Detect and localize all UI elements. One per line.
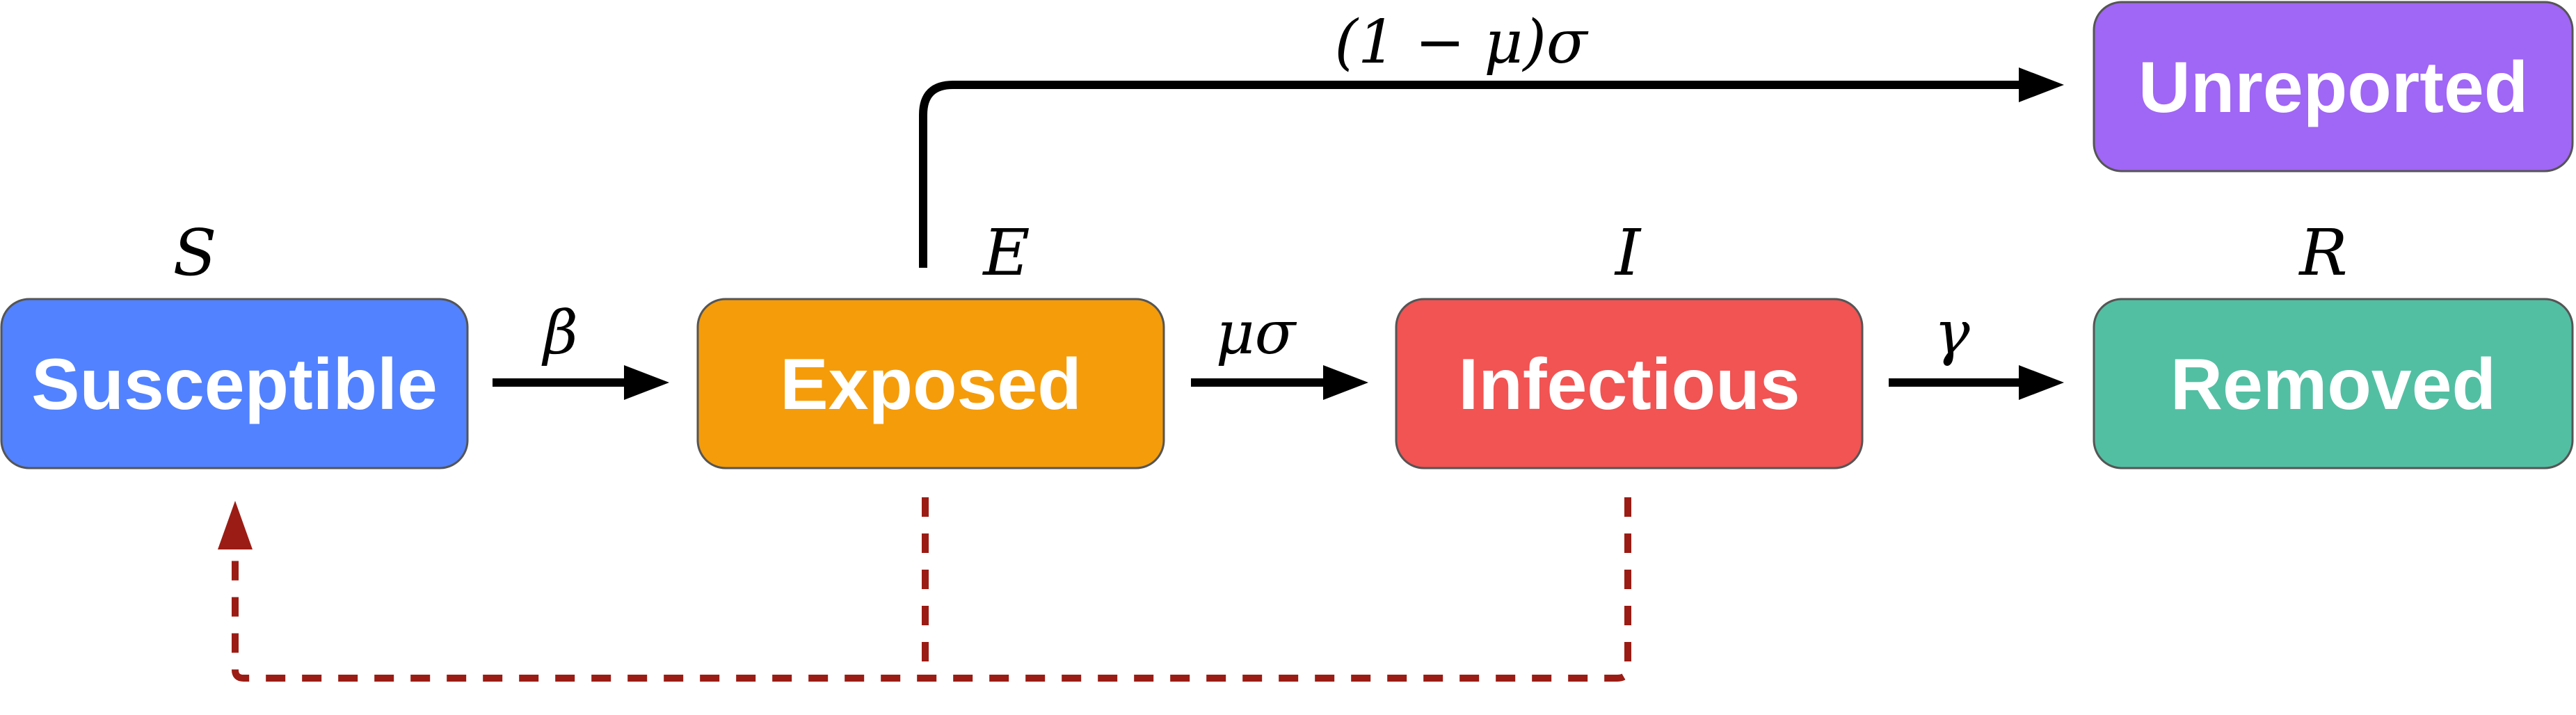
exposed-symbol: E bbox=[982, 216, 1030, 290]
node-exposed: Exposed bbox=[696, 298, 1165, 469]
node-infectious: Infectious bbox=[1395, 298, 1864, 469]
exposed-label: Exposed bbox=[780, 344, 1081, 425]
arrow-exposed-to-unreported bbox=[919, 81, 2021, 268]
infectious-label: Infectious bbox=[1458, 344, 1800, 425]
susceptible-box bbox=[0, 298, 469, 469]
arrowhead-exposed-to-unreported bbox=[2019, 67, 2064, 102]
rate-gamma: γ bbox=[1934, 298, 1970, 368]
rate-mu-sigma: μσ bbox=[1216, 298, 1297, 368]
infectious-box bbox=[1395, 298, 1864, 469]
arrowhead-exposed-to-infectious bbox=[1323, 365, 1368, 400]
susceptible-label: Susceptible bbox=[31, 344, 438, 425]
unreported-label: Unreported bbox=[2138, 47, 2528, 128]
feedback-arrowhead-to-susceptible bbox=[218, 501, 253, 549]
susceptible-symbol: S bbox=[173, 216, 216, 290]
unreported-box bbox=[2093, 1, 2574, 172]
feedback-from-infectious bbox=[232, 497, 1631, 682]
infectious-symbol: I bbox=[1614, 216, 1642, 290]
rate-one-minus-mu-sigma: (1 − μ)σ bbox=[1334, 8, 1588, 77]
arrowhead-susceptible-to-exposed bbox=[624, 365, 669, 400]
arrowhead-infectious-to-removed bbox=[2019, 365, 2064, 400]
node-susceptible: Susceptible bbox=[0, 298, 469, 469]
removed-label: Removed bbox=[2170, 344, 2496, 425]
node-removed: Removed bbox=[2093, 298, 2574, 469]
rate-beta: β bbox=[541, 298, 578, 368]
exposed-box bbox=[696, 298, 1165, 469]
removed-box bbox=[2093, 298, 2574, 469]
node-unreported: Unreported bbox=[2093, 1, 2574, 172]
removed-symbol: R bbox=[2298, 216, 2347, 290]
